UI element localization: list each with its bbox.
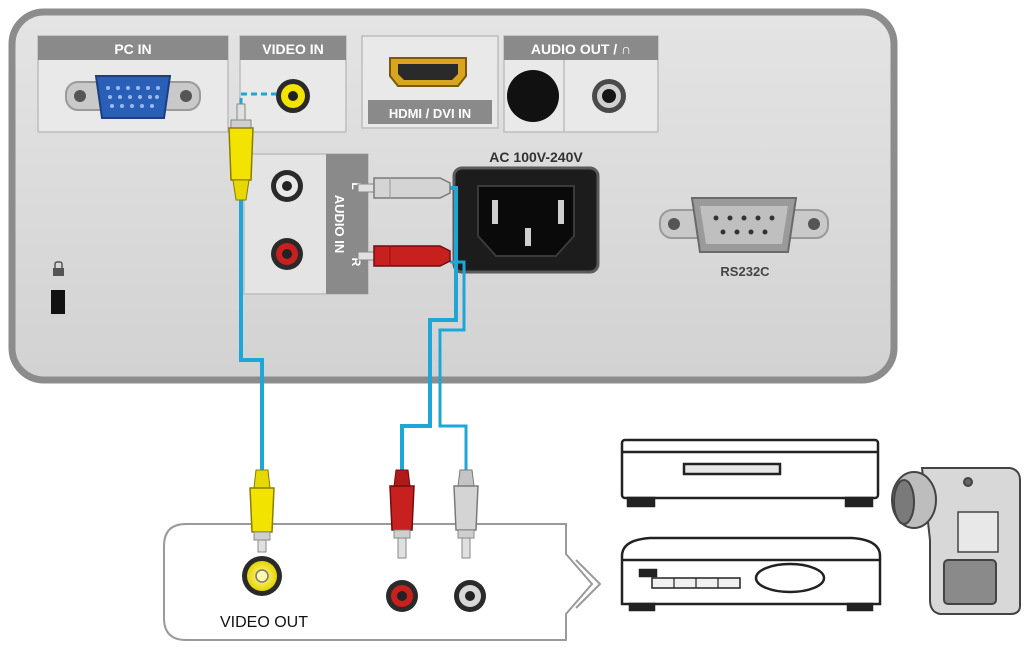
video-plug-top bbox=[228, 103, 254, 201]
audio-in-l-label: L bbox=[349, 182, 363, 189]
vga-port bbox=[65, 75, 201, 119]
video-plug-bottom bbox=[249, 469, 275, 553]
source-device-panel bbox=[163, 523, 594, 641]
ac-power-port-group: AC 100V-240V bbox=[452, 149, 600, 274]
pc-in-label: PC IN bbox=[114, 41, 151, 57]
camcorder-icon bbox=[891, 467, 1021, 615]
audio-out-label: AUDIO OUT / ∩ bbox=[531, 41, 631, 57]
rs232c-label: RS232C bbox=[720, 264, 770, 279]
headphone-jack bbox=[592, 79, 626, 113]
video-out-jack bbox=[242, 556, 282, 596]
ac-label: AC 100V-240V bbox=[489, 149, 583, 165]
audio-plug-red-bottom bbox=[389, 469, 415, 559]
video-out-label: VIDEO OUT bbox=[220, 614, 308, 631]
audio-cable bbox=[400, 186, 468, 470]
audio-out-red-jack bbox=[386, 580, 418, 612]
ac-inlet bbox=[452, 166, 600, 274]
hdmi-port-group: HDMI / DVI IN bbox=[361, 35, 499, 129]
hdmi-label: HDMI / DVI IN bbox=[389, 106, 471, 121]
audio-in-port-group: AUDIO IN L R bbox=[243, 153, 369, 295]
audio-in-r-label: R bbox=[349, 258, 363, 267]
pc-in-port-group: PC IN bbox=[37, 35, 229, 133]
right-arrow-icon bbox=[575, 559, 602, 609]
video-in-port-group: VIDEO IN bbox=[239, 35, 347, 133]
kensington-lock-icon bbox=[51, 261, 65, 314]
audio-in-l-jack bbox=[271, 170, 303, 202]
hdmi-port bbox=[389, 57, 467, 87]
rs232c-port-group: RS232C bbox=[659, 197, 829, 279]
audio-plug-red-top bbox=[357, 245, 451, 267]
audio-plug-white-top bbox=[357, 177, 451, 199]
video-cable bbox=[239, 92, 276, 470]
video-in-jack bbox=[276, 79, 310, 113]
rs232c-port bbox=[659, 197, 829, 253]
audio-plug-white-bottom bbox=[453, 469, 479, 559]
audio-out-port-group: AUDIO OUT / ∩ bbox=[503, 35, 659, 133]
vcr-icon bbox=[620, 536, 882, 612]
audio-in-label: AUDIO IN bbox=[332, 195, 347, 254]
video-in-label: VIDEO IN bbox=[262, 41, 323, 57]
audio-out-white-jack bbox=[454, 580, 486, 612]
audio-out-blank-port bbox=[507, 70, 559, 122]
dvd-player-icon bbox=[620, 438, 880, 508]
audio-in-r-jack bbox=[271, 238, 303, 270]
